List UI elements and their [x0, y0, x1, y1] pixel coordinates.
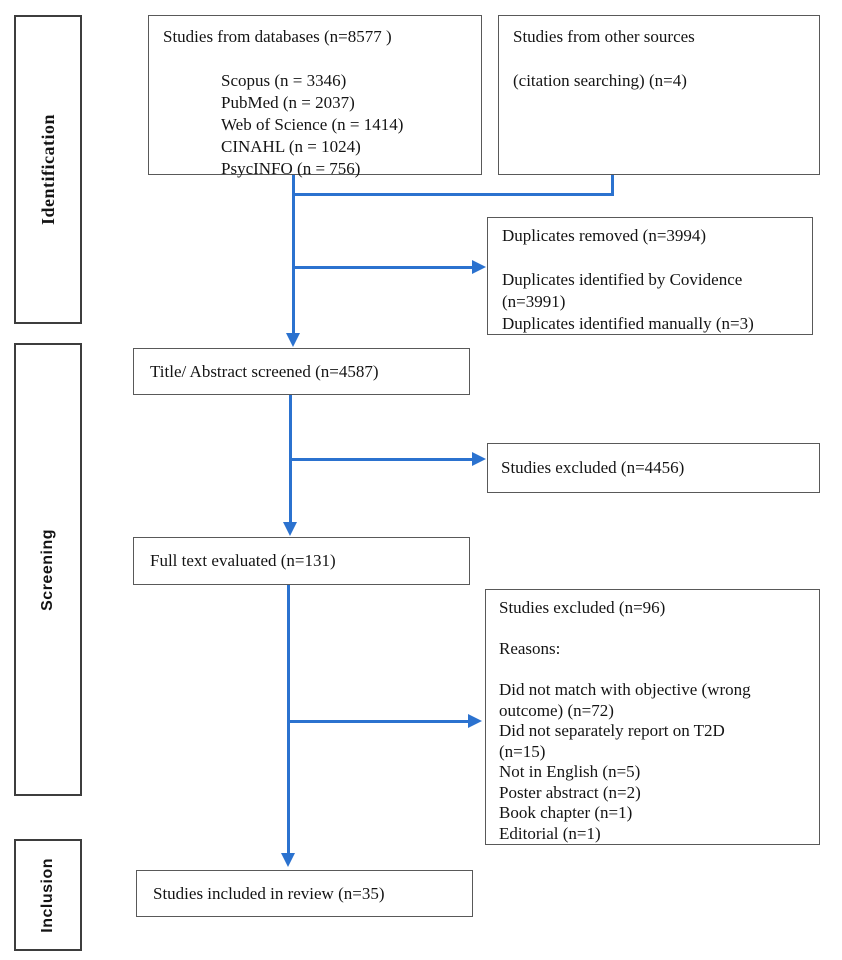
excluded-fulltext-line: Did not match with objective (wrong — [499, 680, 751, 699]
duplicates-line: Duplicates removed (n=3994) — [502, 226, 707, 245]
excluded-fulltext-line: (n=15) — [499, 741, 546, 761]
duplicates-line: Duplicates identified manually (n=3) — [502, 314, 754, 333]
duplicates-line: (n=3991) — [502, 292, 566, 311]
connector-merge-horizontal-line — [292, 193, 614, 196]
full-text-label: Full text evaluated (n=131) — [150, 551, 336, 570]
excluded-fulltext-line: outcome) (n=72) — [499, 700, 614, 720]
excluded-fulltext-line: Did not separately report on T2D — [499, 721, 725, 740]
database-item: Scopus (n = 3346) — [221, 71, 347, 90]
excluded-fulltext-line: Studies excluded (n=96) — [499, 598, 666, 617]
arrowhead-to-title-abstract-icon — [286, 333, 300, 347]
arrowhead-to-duplicates-icon — [472, 260, 486, 274]
databases-title: Studies from databases (n=8577 ) — [163, 27, 392, 46]
arrowhead-to-excluded-fulltext-icon — [468, 714, 482, 728]
excluded-screening-box: Studies excluded (n=4456) — [487, 443, 820, 493]
database-item: PubMed (n = 2037) — [221, 93, 355, 112]
other-sources-line: (citation searching) (n=4) — [513, 71, 687, 90]
title-abstract-box: Title/ Abstract screened (n=4587) — [133, 348, 470, 395]
connector-other-sources-stub-line — [611, 175, 614, 196]
stage-identification-label: Identification — [37, 113, 58, 225]
other-sources-line: Studies from other sources — [513, 27, 695, 46]
excluded-fulltext-line — [499, 619, 813, 640]
connector-full-text-down-line — [287, 585, 290, 853]
excluded-fulltext-line: Book chapter (n=1) — [499, 803, 633, 822]
connector-databases-down-line — [292, 175, 295, 334]
stage-inclusion-box: Inclusion — [14, 839, 82, 951]
arrowhead-to-included-icon — [281, 853, 295, 867]
database-item: Web of Science (n = 1414) — [221, 115, 404, 134]
included-box: Studies included in review (n=35) — [136, 870, 473, 917]
other-sources-line — [513, 48, 813, 70]
connector-to-excluded-screening-line — [289, 458, 473, 461]
arrowhead-to-full-text-icon — [283, 522, 297, 536]
stage-identification-box: Identification — [14, 15, 82, 324]
title-abstract-label: Title/ Abstract screened (n=4587) — [150, 361, 379, 381]
full-text-box: Full text evaluated (n=131) — [133, 537, 470, 585]
excluded-fulltext-line: Reasons: — [499, 639, 561, 658]
databases-box: Studies from databases (n=8577 ) Scopus … — [148, 15, 482, 178]
excluded-fulltext-line: Not in English (n=5) — [499, 762, 641, 781]
other-sources-box: Studies from other sources (citation sea… — [498, 15, 820, 175]
database-item: PsycINFO (n = 756) — [221, 159, 361, 178]
databases-list: Scopus (n = 3346) PubMed (n = 2037) Web … — [221, 70, 475, 180]
arrowhead-to-excluded-screening-icon — [472, 452, 486, 466]
stage-screening-box: Screening — [14, 343, 82, 796]
excluded-fulltext-box: Studies excluded (n=96) Reasons: Did not… — [485, 589, 820, 845]
database-item: CINAHL (n = 1024) — [221, 137, 361, 156]
excluded-fulltext-line — [499, 660, 813, 681]
duplicates-line: Duplicates identified by Covidence — [502, 270, 743, 289]
excluded-fulltext-line: Poster abstract (n=2) — [499, 782, 641, 802]
excluded-fulltext-line: Editorial (n=1) — [499, 823, 601, 843]
excluded-screening-label: Studies excluded (n=4456) — [501, 458, 685, 477]
duplicates-line — [502, 247, 806, 269]
stage-screening-label: Screening — [39, 528, 56, 611]
duplicates-box: Duplicates removed (n=3994) Duplicates i… — [487, 217, 813, 335]
connector-to-duplicates-line — [292, 266, 473, 269]
stage-inclusion-label: Inclusion — [39, 857, 56, 933]
connector-to-excluded-fulltext-line — [287, 720, 470, 723]
included-label: Studies included in review (n=35) — [153, 883, 385, 903]
